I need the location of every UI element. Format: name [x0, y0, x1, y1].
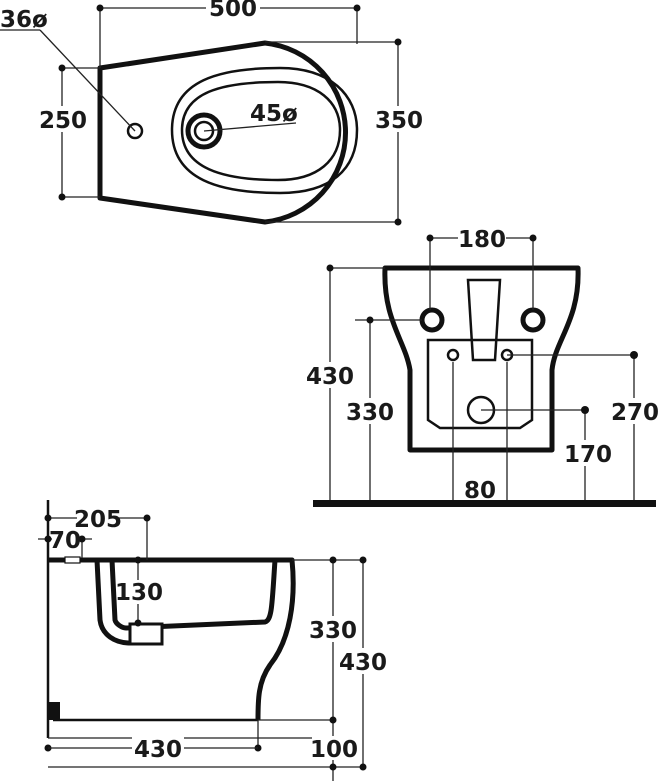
bowl-outer-rim [170, 66, 359, 195]
dim-projection: 430 [134, 737, 182, 763]
floor-line [313, 500, 656, 507]
side-view-outline [80, 557, 296, 721]
dim-side-total-height: 430 [339, 650, 387, 676]
drain-inner [193, 120, 215, 142]
bowl-profile [94, 559, 278, 646]
dim-bowl-offset: 205 [74, 507, 122, 533]
top-view-outline [97, 40, 349, 225]
tap-hole [126, 122, 144, 140]
dim-inlet-diameter: 36ø [0, 7, 48, 33]
dim-bowl-depth: 130 [115, 580, 163, 606]
dim-outlet-height: 170 [564, 442, 612, 468]
dim-depth-350: 350 [375, 108, 423, 134]
back-plate [426, 338, 534, 430]
inlet-pipe [64, 556, 81, 564]
dim-drain-diameter: 45ø [250, 101, 298, 127]
dim-width-500: 500 [209, 0, 257, 22]
front-view-outline [382, 265, 581, 453]
inlet-left [446, 348, 460, 362]
top-view: 500 36ø 250 45ø 350 [0, 0, 423, 226]
dim-total-height: 430 [306, 364, 354, 390]
dim-fixing-spacing: 180 [458, 227, 506, 253]
floor-fixing [48, 702, 60, 720]
side-view: 205 70 130 330 430 430 100 [38, 500, 388, 781]
dim-inlet-spacing: 80 [464, 478, 496, 504]
dim-bowl-height: 330 [309, 618, 357, 644]
fixing-hole-left [419, 307, 445, 333]
dim-inlet-offset: 70 [49, 528, 81, 554]
dim-fixing-height: 330 [346, 400, 394, 426]
dim-depth-250: 250 [39, 108, 87, 134]
fixing-bracket [466, 278, 502, 362]
bowl-inner [180, 80, 342, 182]
front-view: 180 430 330 270 170 80 [306, 226, 660, 507]
dim-base-gap: 100 [310, 737, 358, 763]
trap [128, 622, 164, 646]
dim-inlet-height: 270 [611, 400, 659, 426]
fixing-hole-right [520, 307, 546, 333]
drain-outer [185, 112, 223, 150]
